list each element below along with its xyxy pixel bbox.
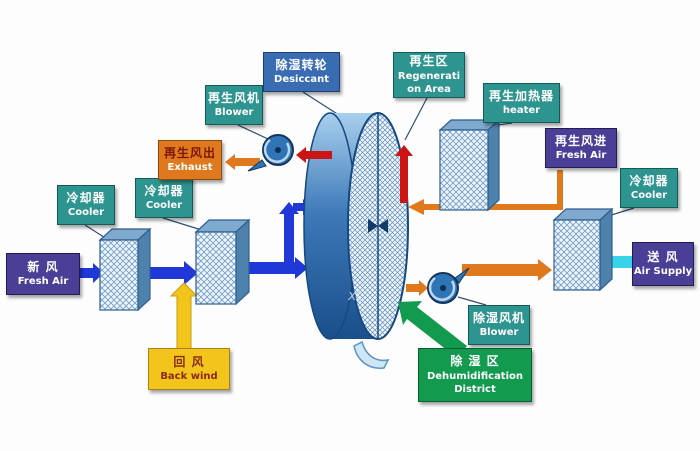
regen-blower-unit [247, 134, 294, 172]
label-dehum-blower-en: Blower [479, 327, 519, 339]
arrow-cooler2-to-wheel [240, 257, 308, 279]
label-regen-area-en2: on Area [407, 83, 451, 95]
label-desiccant-wheel-en: Desiccant [274, 74, 329, 86]
arrow-freshair-to-cooler1 [80, 263, 104, 283]
arrow-wheel-to-dehum-blower [406, 280, 428, 296]
label-regen-exhaust-cn: 再生风出 [163, 145, 216, 160]
label-cooler-3-en: Cooler [630, 190, 668, 202]
dehum-blower-unit [427, 267, 470, 304]
label-back-wind-cn: 回 风 [173, 354, 205, 369]
label-cooler-1-cn: 冷却器 [66, 190, 106, 205]
label-cooler-3: 冷却器 Cooler [620, 168, 678, 208]
label-regen-fresh-air-en: Fresh Air [555, 150, 607, 162]
label-regen-heater: 再生加热器 heater [483, 83, 560, 123]
cooler-unit-3 [552, 207, 614, 292]
label-cooler-1-en: Cooler [67, 207, 105, 219]
label-cooler-2: 冷却器 Cooler [135, 178, 193, 218]
desiccant-wheel-unit [303, 112, 409, 369]
label-air-supply-cn: 送 风 [647, 249, 679, 264]
wheel-rotation-ribbon [353, 340, 390, 369]
label-dehum-blower: 除湿风机 Blower [468, 305, 530, 345]
label-regen-area-cn: 再生区 [409, 54, 449, 69]
label-regen-area: 再生区 Regenerati on Area [393, 52, 465, 98]
arrow-dehum-district-pointer [398, 301, 467, 358]
label-back-wind-en: Back wind [160, 371, 218, 383]
dehumidified-air-arrows [406, 259, 552, 296]
arrow-branch-up [279, 202, 299, 270]
label-cooler-2-cn: 冷却器 [144, 183, 184, 198]
cooler-unit-1 [98, 227, 152, 312]
label-regen-exhaust: 再生风出 Exhaust [158, 140, 222, 180]
label-regen-heater-en: heater [502, 105, 541, 117]
label-air-supply: 送 风 Air Supply [632, 242, 694, 286]
leader-dehum-blower [457, 296, 487, 306]
label-regen-blower: 再生风机 Blower [205, 85, 263, 125]
regen-heater-unit [438, 118, 501, 212]
label-fresh-air-in-cn: 新 风 [27, 259, 59, 274]
label-dehum-district: 除 湿 区 Dehumidification District [418, 348, 532, 402]
cooler-unit-2 [194, 218, 251, 306]
hot-air-arrows [296, 145, 413, 203]
label-air-supply-en: Air Supply [633, 266, 693, 278]
label-fresh-air-in-en: Fresh Air [17, 276, 69, 288]
label-cooler-3-cn: 冷却器 [629, 173, 669, 188]
arrow-blower-to-exhaust [225, 154, 260, 170]
label-cooler-1: 冷却器 Cooler [57, 185, 115, 225]
label-regen-blower-cn: 再生风机 [208, 90, 261, 105]
arrow-wheel-to-regen-blower [296, 147, 332, 163]
label-regen-fresh-air-cn: 再生风进 [554, 133, 607, 148]
leader-desiccant [302, 91, 343, 118]
label-cooler-2-en: Cooler [145, 200, 183, 212]
leader-regen-blower [237, 124, 269, 140]
label-regen-fresh-air: 再生风进 Fresh Air [545, 128, 617, 168]
label-back-wind: 回 风 Back wind [148, 348, 230, 390]
arrow-back-wind-up [169, 282, 199, 350]
label-regen-blower-en: Blower [214, 107, 254, 119]
arrow-cooler1-to-cooler2 [143, 261, 198, 285]
label-dehum-blower-cn: 除湿风机 [472, 310, 525, 325]
label-desiccant-wheel-cn: 除湿转轮 [275, 57, 328, 72]
label-dehum-district-en: Dehumidification [426, 370, 524, 382]
arrow-blower-to-cooler3 [462, 259, 552, 281]
label-regen-heater-cn: 再生加热器 [488, 88, 554, 103]
wheel-valve-icon [368, 219, 378, 233]
label-desiccant-wheel: 除湿转轮 Desiccant [263, 52, 340, 92]
label-fresh-air-in: 新 风 Fresh Air [6, 253, 80, 295]
label-regen-exhaust-en: Exhaust [167, 162, 213, 174]
label-dehum-district-en2: District [454, 383, 496, 395]
leader-regen-area [404, 97, 428, 141]
label-dehum-district-cn: 除 湿 区 [450, 354, 500, 369]
label-regen-area-en: Regenerati [397, 70, 461, 82]
arrow-into-regen-area [395, 145, 413, 203]
